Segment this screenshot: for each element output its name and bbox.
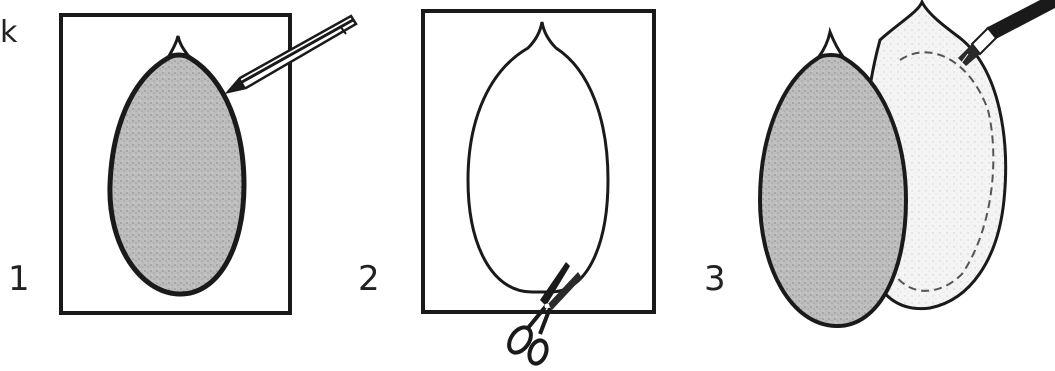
panel-2: [423, 11, 654, 366]
panel-3: [760, 0, 1055, 326]
shape-outline: [468, 22, 608, 292]
panel-1: [61, 15, 356, 313]
template-shape: [110, 55, 244, 294]
brush-icon: [958, 0, 1055, 66]
